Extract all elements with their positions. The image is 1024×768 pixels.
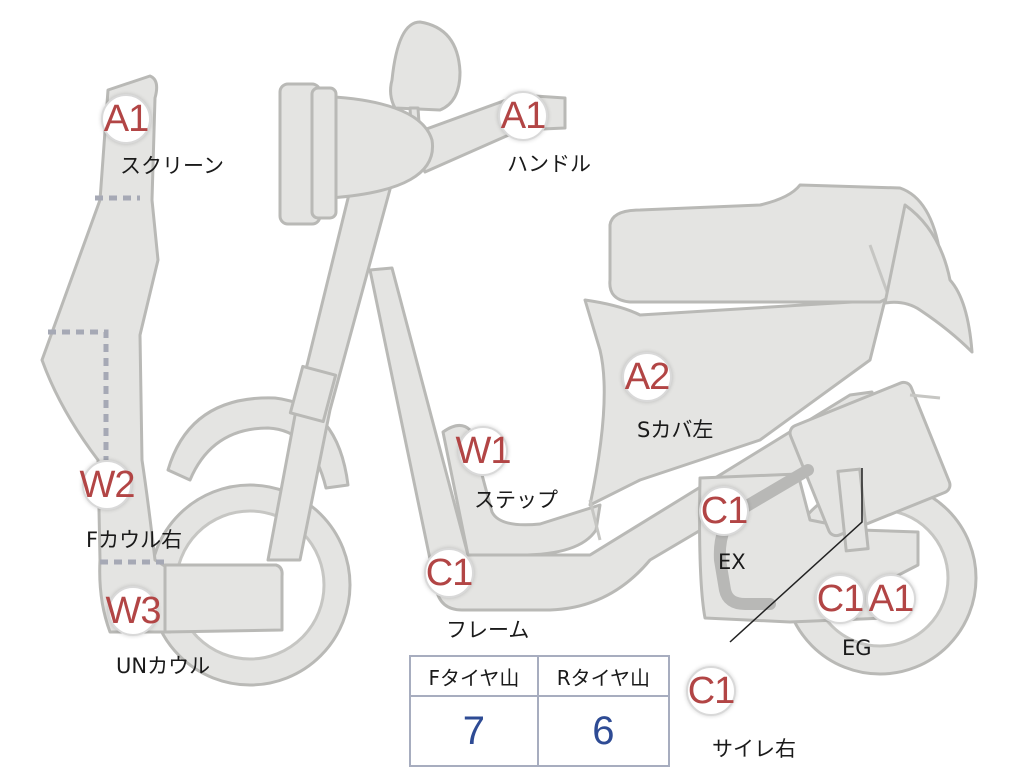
front-tire-tread-value: 7	[409, 695, 539, 767]
rating-badge-under-cowl: W3	[106, 586, 162, 636]
rating-badge-handle: A1	[498, 91, 548, 141]
part-label-engine: EG	[842, 636, 872, 660]
rating-badge-engine-2: A1	[866, 574, 916, 624]
headlight-housing	[316, 94, 435, 200]
rear-shock	[836, 467, 870, 553]
headlight-rim	[310, 86, 338, 220]
front-fork	[266, 180, 394, 562]
part-label-step: ステップ	[474, 488, 558, 512]
cowl-boundary-line	[48, 329, 109, 460]
front-tire-tread-header: Fタイヤ山	[409, 655, 539, 697]
rating-badge-silencer-right: C1	[686, 666, 736, 716]
rating-badge-step: W1	[456, 426, 512, 476]
part-label-side-cover-left: Sカバ左	[637, 418, 714, 442]
engine-block	[698, 472, 920, 624]
part-label-under-cowl: UNカウル	[116, 654, 211, 678]
mirror	[389, 20, 462, 112]
part-label-silencer-right: サイレ右	[712, 737, 796, 761]
fork-clamp	[288, 364, 338, 424]
part-label-handle: ハンドル	[507, 152, 591, 176]
rear-tire-tread-value: 6	[536, 695, 671, 767]
under-cowl-panel	[163, 563, 284, 634]
seat	[608, 183, 944, 304]
part-label-frame: フレーム	[446, 618, 530, 642]
rear-tire-tread-header: Rタイヤ山	[536, 655, 671, 697]
rating-badge-exhaust: C1	[699, 486, 749, 536]
rating-badge-screen: A1	[101, 94, 151, 144]
tail-cowl	[883, 203, 974, 354]
silencer-pointer-line	[729, 468, 863, 643]
part-label-exhaust: EX	[718, 550, 746, 574]
part-label-screen: スクリーン	[120, 154, 224, 178]
rating-badge-engine: C1	[815, 574, 865, 624]
rating-badge-front-cowl-right: W2	[80, 460, 136, 510]
part-label-front-cowl-right: Fカウル右	[86, 528, 183, 552]
step-board	[441, 424, 602, 557]
tire-tread-table: Fタイヤ山 Rタイヤ山 7 6	[409, 655, 671, 767]
rear-shock-box	[788, 380, 952, 538]
rating-badge-frame: C1	[424, 548, 474, 598]
rating-badge-side-cover-left: A2	[622, 352, 672, 402]
